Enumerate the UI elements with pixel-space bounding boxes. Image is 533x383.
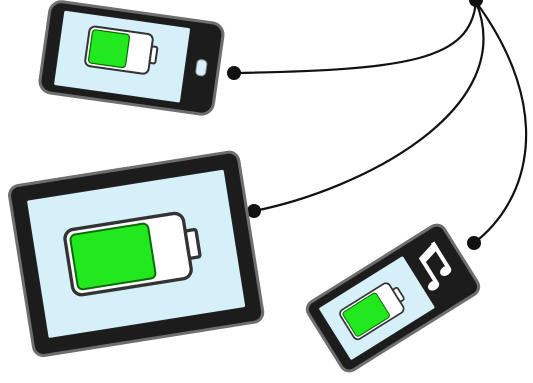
smartphone-home-button [195,59,207,76]
cable-to-smartphone [234,2,476,73]
cable-to-music-player [474,2,526,243]
smartphone [38,0,224,115]
battery-terminal [185,229,200,258]
smartphone-connector-dot [227,66,241,80]
smartphone-battery-icon [84,26,159,75]
music-player [304,222,482,375]
battery-terminal [149,46,157,63]
cable-to-tablet [254,2,483,211]
music-player-connector-dot [467,236,481,250]
tablet [8,151,264,357]
hub-connector-icon [469,0,483,7]
cables [234,2,526,243]
battery-level-fill [88,29,130,67]
battery-level-fill [70,223,156,290]
